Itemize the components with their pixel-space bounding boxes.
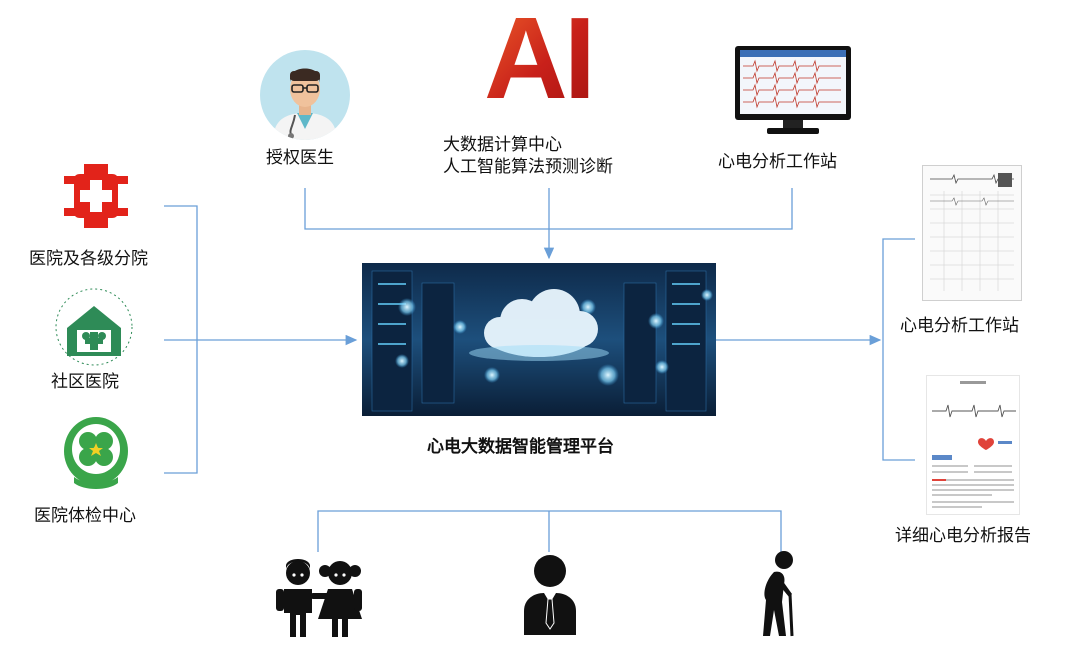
checkup-label: 医院体检中心 [34, 506, 136, 526]
ai-caption-line1: 大数据计算中心 [443, 135, 562, 155]
bottom-bracket-line [317, 510, 782, 552]
hospital-logo [62, 162, 130, 230]
top-workstation-label: 心电分析工作站 [718, 152, 837, 172]
red-cross-icon [64, 164, 128, 228]
cloud-server-icon [362, 263, 716, 416]
ai-caption-line2: 人工智能算法预测诊断 [443, 157, 613, 177]
right-bracket-line [882, 238, 915, 461]
community-label: 社区医院 [51, 372, 119, 392]
adult-icon [520, 553, 580, 635]
doctor-label: 授权医生 [266, 148, 334, 168]
left-bracket-line [164, 205, 198, 474]
right-workstation-label: 心电分析工作站 [900, 316, 1019, 336]
ecg-report-icon [926, 375, 1020, 515]
ai-logo: AI [470, 0, 606, 116]
community-logo [53, 286, 135, 368]
hospital-label: 医院及各级分院 [29, 249, 148, 269]
ecg-document-icon [922, 165, 1022, 301]
platform-image [362, 263, 716, 416]
report-image [926, 375, 1020, 515]
community-health-icon [55, 288, 133, 366]
platform-title: 心电大数据智能管理平台 [427, 437, 614, 457]
ecg-sheet-image [922, 165, 1022, 301]
children-icon [272, 555, 366, 639]
doctor-icon [260, 50, 350, 140]
elderly-icon [752, 550, 802, 638]
doctor-avatar [259, 49, 351, 141]
monitor-icon [733, 44, 853, 138]
report-label: 详细心电分析报告 [895, 526, 1031, 546]
checkup-logo [60, 413, 132, 493]
top-bracket-line [304, 188, 793, 230]
clover-icon [64, 417, 128, 489]
